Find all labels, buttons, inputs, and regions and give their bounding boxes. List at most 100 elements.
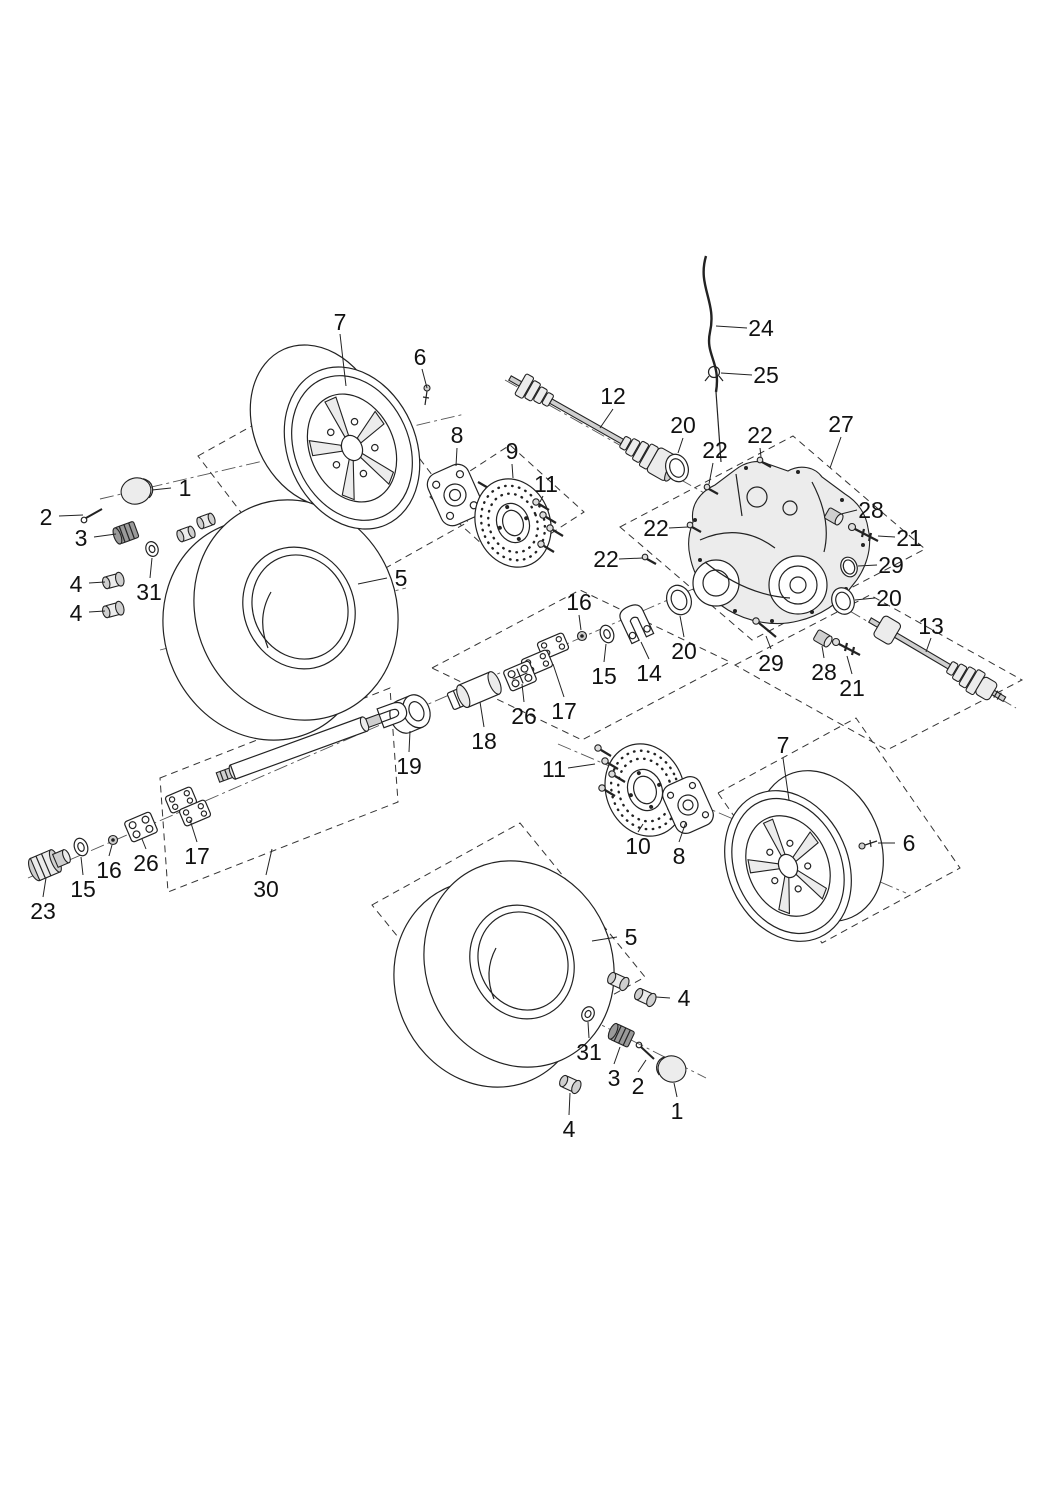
- part-callout-4: 4: [70, 571, 83, 597]
- callout-leader-5: [591, 936, 618, 942]
- rear-axle-fasteners: [559, 971, 687, 1095]
- callout-leader-28: [821, 645, 825, 659]
- part-callout-22: 22: [747, 422, 773, 448]
- part-callout-28: 28: [858, 497, 884, 523]
- callout-leader-5: [357, 577, 388, 585]
- callout-leader-8: [455, 447, 458, 467]
- callout-leader-21: [846, 655, 853, 675]
- part-callout-15: 15: [591, 663, 617, 689]
- part-callout-19: 19: [396, 753, 422, 779]
- callout-leader-4: [568, 1092, 571, 1116]
- oil-seal-yoke: [666, 584, 692, 616]
- part-callout-6: 6: [903, 830, 916, 856]
- callout-leader-16: [108, 844, 113, 857]
- callout-leader-31: [587, 1021, 590, 1039]
- callout-leader-22: [708, 462, 714, 485]
- part-callout-10: 10: [625, 833, 651, 859]
- part-callout-4: 4: [70, 600, 83, 626]
- castle-nut-front: [112, 521, 140, 545]
- gearbox-housing: [688, 461, 871, 625]
- part-callout-4: 4: [563, 1116, 576, 1142]
- lug-nut-rear-a: [607, 971, 630, 992]
- castle-nut-rear: [607, 1022, 635, 1048]
- lug-nut-front-a: [101, 571, 125, 590]
- callout-leader-8: [678, 821, 687, 843]
- callout-leader-14: [640, 641, 650, 660]
- drain-plug-bottom: [813, 629, 833, 648]
- part-callout-24: 24: [748, 315, 774, 341]
- callout-leader-22: [668, 526, 689, 529]
- part-callout-7: 7: [334, 309, 347, 335]
- callout-leader-3: [93, 533, 117, 538]
- part-callout-17: 17: [551, 698, 577, 724]
- part-callout-16: 16: [96, 857, 122, 883]
- oil-seal-rear-axle: [831, 587, 855, 615]
- callout-leader-20: [679, 615, 685, 638]
- callout-leader-9: [511, 463, 514, 479]
- u-joint-kit-left: [124, 811, 158, 843]
- callout-leader-19: [408, 730, 411, 753]
- callout-leader-1: [673, 1082, 678, 1098]
- part-callout-13: 13: [918, 613, 944, 639]
- center-bearing: [389, 694, 431, 734]
- wheel-nut-small-a: [176, 525, 196, 543]
- part-callout-14: 14: [636, 660, 662, 686]
- rear-drive-axle: [867, 615, 1007, 703]
- part-callout-31: 31: [136, 579, 162, 605]
- part-callout-26: 26: [133, 850, 159, 876]
- callout-leader-1: [151, 487, 172, 491]
- callout-leader-24: [715, 325, 748, 329]
- part-callout-3: 3: [75, 525, 88, 551]
- callout-leader-17: [189, 819, 198, 843]
- washer-front: [145, 541, 159, 557]
- callout-leader-4: [88, 581, 106, 584]
- part-callout-18: 18: [471, 728, 497, 754]
- part-callout-1: 1: [179, 475, 192, 501]
- washer-rear: [581, 1006, 595, 1022]
- front-drive-axle: [508, 373, 687, 482]
- part-callout-15: 15: [70, 876, 96, 902]
- brake-disc-rear: [604, 743, 686, 837]
- part-callout-7: 7: [777, 732, 790, 758]
- wheel-nut-small-b: [196, 512, 216, 530]
- output-yoke: [619, 604, 655, 645]
- callout-leader-22: [618, 557, 644, 560]
- lug-nut-rear-b: [634, 987, 657, 1008]
- wheel-hub-rear: [662, 776, 714, 834]
- part-callout-2: 2: [632, 1073, 645, 1099]
- part-callout-23: 23: [30, 898, 56, 924]
- part-callout-31: 31: [576, 1039, 602, 1065]
- part-callout-27: 27: [828, 411, 854, 437]
- callout-leader-7: [339, 333, 347, 387]
- part-callout-29: 29: [878, 552, 904, 578]
- part-callout-29: 29: [758, 650, 784, 676]
- drain-plug-top: [824, 507, 844, 526]
- callout-leader-20: [677, 437, 684, 454]
- callout-leader-29: [857, 564, 878, 567]
- callout-leader-13: [925, 637, 932, 653]
- front-wheel-rim: [249, 344, 421, 530]
- callout-leader-26: [521, 683, 525, 703]
- bearing-mid: [576, 630, 588, 642]
- cotter-pin-rear: [635, 1041, 655, 1060]
- valve-stem-rear: [858, 839, 878, 850]
- callout-leader-28: [840, 509, 858, 515]
- oil-seal-front-axle: [665, 453, 689, 483]
- disc-bolts-front: [532, 498, 564, 553]
- hub-cap-front: [120, 477, 154, 505]
- callout-leader-4: [88, 610, 106, 613]
- part-callout-20: 20: [670, 412, 696, 438]
- callout-leader-12: [599, 408, 614, 429]
- callout-leader-10: [637, 823, 644, 833]
- part-callout-4: 4: [678, 985, 691, 1011]
- bearing-plate-left-b: [178, 799, 212, 827]
- rear-wheel-rim: [724, 770, 884, 942]
- washer-left: [73, 837, 89, 857]
- wheel-hub-front: [426, 463, 484, 527]
- callout-leader-11: [567, 763, 596, 769]
- case-screws: [641, 456, 772, 565]
- part-callout-12: 12: [600, 383, 626, 409]
- disc-bolts-rear: [594, 744, 626, 797]
